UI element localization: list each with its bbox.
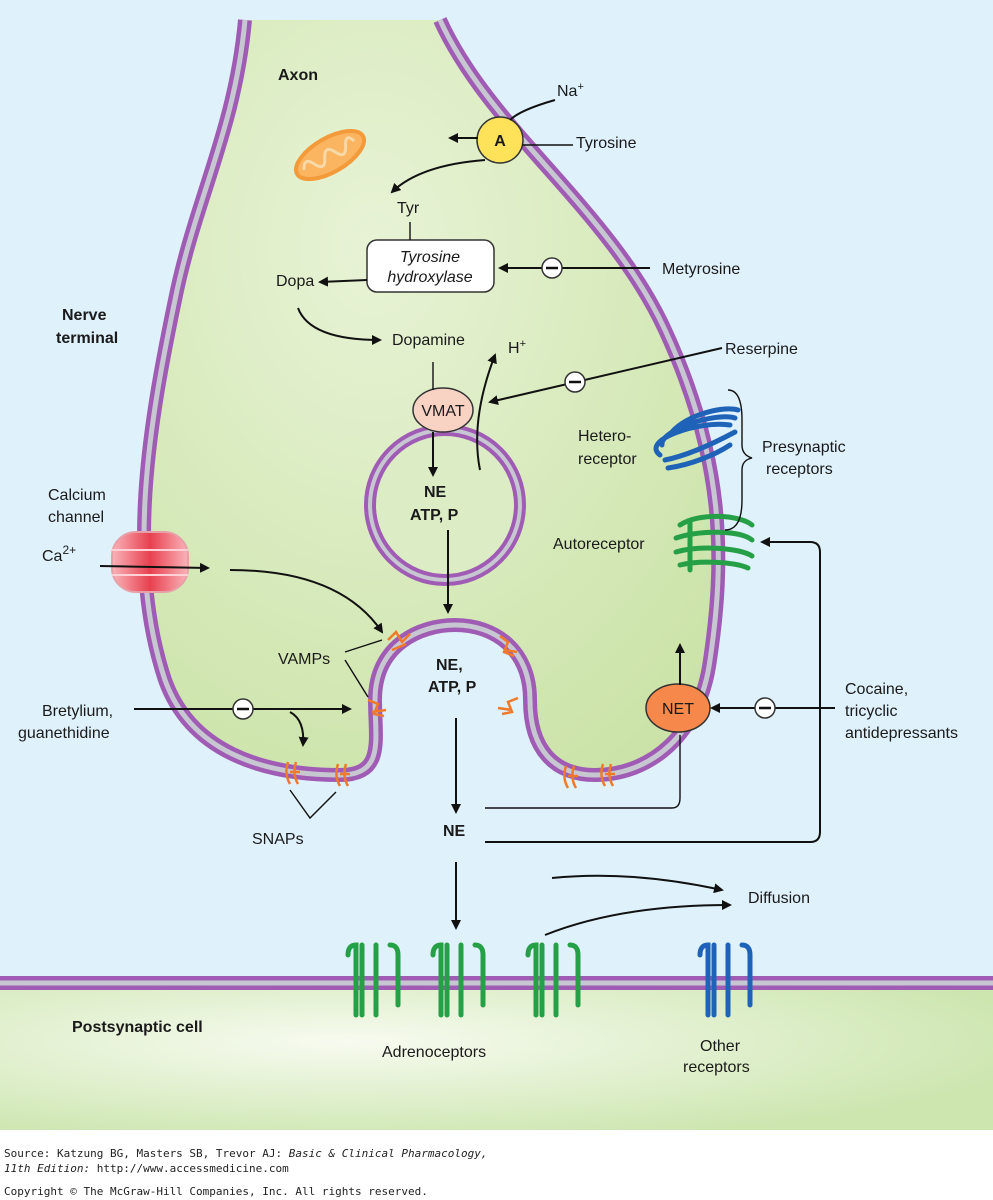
heteroreceptor-icon <box>653 406 741 471</box>
bretylium-label-1: Bretylium, <box>42 703 113 720</box>
calcium-channel-label-1: Calcium <box>48 487 106 504</box>
footer-background <box>0 1130 993 1200</box>
other-receptors-label-1: Other <box>700 1038 741 1055</box>
transporter-a-label: A <box>494 133 506 150</box>
mitochondrion <box>294 128 366 182</box>
tyrosine-hydroxylase-box: Tyrosine hydroxylase <box>366 239 495 293</box>
vmat-transporter: VMAT <box>412 387 474 433</box>
copyright-line: Copyright © The McGraw-Hill Companies, I… <box>4 1185 428 1198</box>
heteroreceptor-label-2: receptor <box>578 451 637 468</box>
source-line-1: Source: Katzung BG, Masters SB, Trevor A… <box>4 1147 487 1160</box>
presynaptic-receptors-label-2: receptors <box>766 461 833 478</box>
autoreceptor-label: Autoreceptor <box>553 536 645 553</box>
calcium-channel-label-2: channel <box>48 509 104 526</box>
nerve-terminal-label-2: terminal <box>56 330 118 347</box>
cocaine-inhibit-icon <box>754 697 776 719</box>
reserpine-inhibit-icon <box>564 371 586 393</box>
autoreceptor-icon <box>673 513 755 573</box>
adrenoceptor-icon <box>345 942 581 1018</box>
other-receptor-icon <box>697 942 753 1018</box>
cocaine-label-1: Cocaine, <box>845 681 908 698</box>
storage-vesicle <box>364 424 526 586</box>
dopa-label: Dopa <box>276 273 314 290</box>
cocaine-label-2: tricyclic <box>845 703 897 720</box>
fusion-ne-label: NE, <box>436 657 463 674</box>
postsynaptic-cell <box>0 983 993 1130</box>
source-line-2: 11th Edition: http://www.accessmedicine.… <box>4 1162 289 1175</box>
heteroreceptor-label-1: Hetero- <box>578 428 631 445</box>
tyrosine-hydroxylase-label-1: Tyrosine <box>400 249 460 266</box>
axon-label: Axon <box>278 67 318 84</box>
bretylium-inhibit-icon <box>232 698 254 720</box>
reserpine-label: Reserpine <box>725 341 798 358</box>
vesicle-ne-label: NE <box>424 484 447 501</box>
other-receptors-label-2: receptors <box>683 1059 750 1076</box>
vamps-label: VAMPs <box>278 651 330 668</box>
vmat-label: VMAT <box>421 403 464 420</box>
snaps-icon <box>285 761 615 789</box>
fusion-atp-label: ATP, P <box>428 679 477 696</box>
tyr-label: Tyr <box>397 200 420 217</box>
ne-label: NE <box>443 823 466 840</box>
vamps-icon <box>367 629 519 718</box>
dopamine-label: Dopamine <box>392 332 465 349</box>
cocaine-label-3: antidepressants <box>845 725 958 742</box>
h-label: H+ <box>508 338 526 357</box>
bretylium-label-2: guanethidine <box>18 725 110 742</box>
metyrosine-label: Metyrosine <box>662 261 740 278</box>
tyrosine-hydroxylase-label-2: hydroxylase <box>387 269 472 286</box>
ca-label: Ca2+ <box>42 543 76 565</box>
snaps-label: SNAPs <box>252 831 304 848</box>
presynaptic-receptors-label-1: Presynaptic <box>762 439 846 456</box>
adrenoceptors-label: Adrenoceptors <box>382 1044 486 1061</box>
inhibition-markers <box>232 257 776 720</box>
net-transporter: NET <box>645 683 711 733</box>
vesicle-atp-label: ATP, P <box>410 507 459 524</box>
calcium-channel-icon <box>111 531 189 593</box>
tyrosine-label: Tyrosine <box>576 135 637 152</box>
na-label: Na+ <box>557 81 584 100</box>
postsynaptic-cell-label: Postsynaptic cell <box>72 1019 203 1036</box>
diffusion-label: Diffusion <box>748 890 810 907</box>
transporter-a: A <box>476 116 524 164</box>
net-label: NET <box>662 701 694 718</box>
nerve-terminal-label-1: Nerve <box>62 307 107 324</box>
metyrosine-inhibit-icon <box>541 257 563 279</box>
